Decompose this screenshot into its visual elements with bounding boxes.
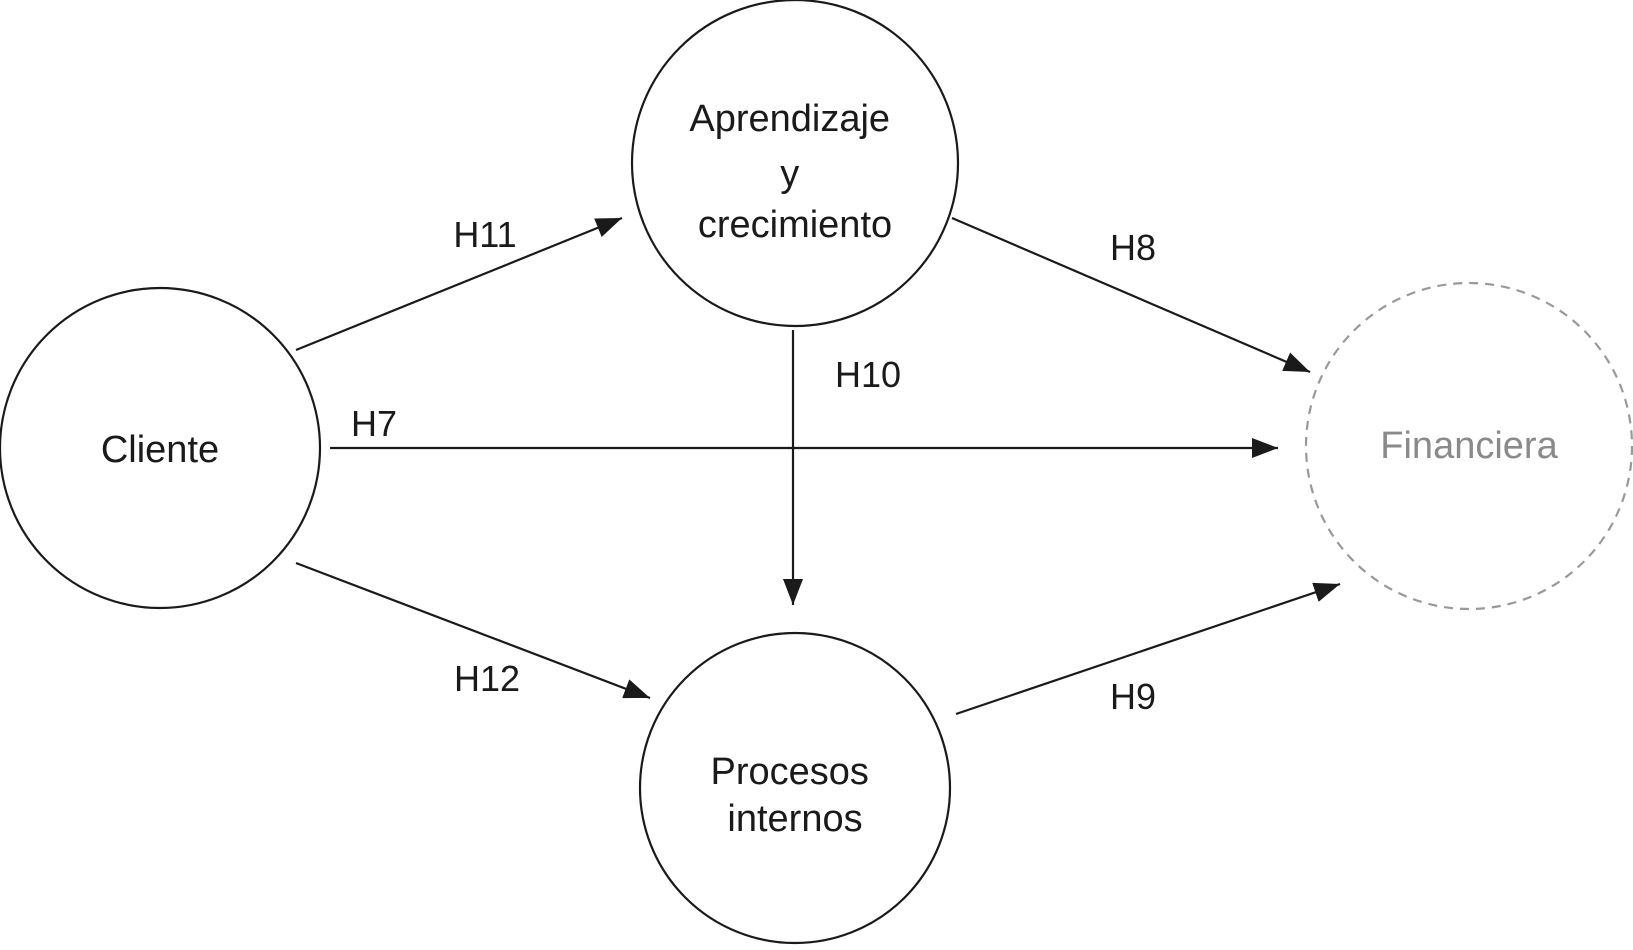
edge-label-h10: H10 bbox=[835, 354, 901, 395]
edge-h11 bbox=[295, 216, 623, 352]
node-aprendizaje-line-1: Aprendizaje bbox=[689, 98, 890, 140]
edge-label-h12: H12 bbox=[454, 658, 520, 699]
edge-label-h8: H8 bbox=[1110, 227, 1156, 268]
edge-h12 bbox=[295, 561, 651, 700]
edge-label-h7: H7 bbox=[351, 403, 397, 444]
edge-h9 bbox=[955, 582, 1341, 716]
node-cliente: Cliente bbox=[0, 286, 322, 610]
node-aprendizaje-line-2: y bbox=[780, 153, 799, 195]
node-financiera: Financiera bbox=[1304, 281, 1633, 611]
node-financiera-label: Financiera bbox=[1380, 425, 1558, 467]
node-procesos-label: Procesos internos bbox=[711, 751, 880, 840]
edge-label-h9: H9 bbox=[1110, 676, 1156, 717]
node-aprendizaje-line-3: crecimiento bbox=[698, 204, 892, 246]
edge-label-h11: H11 bbox=[453, 214, 516, 255]
node-procesos-line-2: internos bbox=[727, 798, 862, 840]
edge-h8 bbox=[951, 216, 1311, 374]
node-procesos: Procesos internos bbox=[638, 631, 952, 945]
node-aprendizaje: Aprendizaje y crecimiento bbox=[630, 0, 960, 328]
node-aprendizaje-label: Aprendizaje y crecimiento bbox=[689, 98, 900, 246]
node-procesos-line-1: Procesos bbox=[711, 751, 869, 793]
node-cliente-label: Cliente bbox=[101, 429, 219, 471]
